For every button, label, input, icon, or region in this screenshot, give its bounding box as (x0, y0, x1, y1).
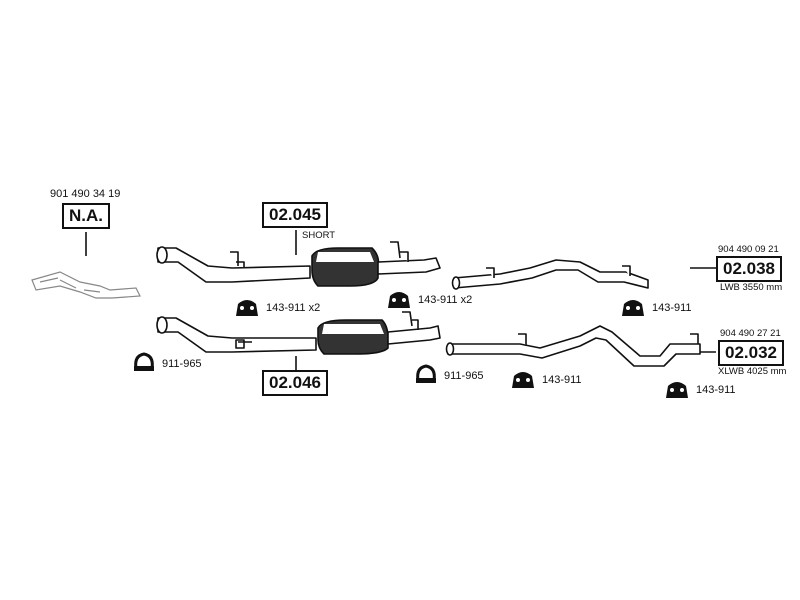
p02032-code-box[interactable]: 02.032 (718, 340, 784, 366)
pipe-clamp-icon (416, 364, 436, 383)
rubber-hanger-icon (388, 292, 410, 308)
p02032-pipe-drawing (445, 325, 701, 367)
na-part-drawing (31, 271, 141, 299)
hanger-right-top-label: 143-911 (652, 302, 692, 314)
clamp-left-label: 911-965 (162, 358, 202, 370)
p02045-pipe-drawing (156, 241, 441, 287)
p02038-pipe-drawing (451, 259, 649, 290)
p02038-code-box[interactable]: 02.038 (716, 256, 782, 282)
p02038-part-number: 904 490 09 21 (718, 244, 779, 255)
hanger-mid-lower-label: 143-911 (542, 374, 582, 386)
p02046-code-box[interactable]: 02.046 (262, 370, 328, 396)
rubber-hanger-icon (666, 382, 688, 398)
rubber-hanger-icon (512, 372, 534, 388)
p02038-note: LWB 3550 mm (720, 282, 783, 293)
rubber-hanger-icon (236, 300, 258, 316)
rubber-hanger-icon (622, 300, 644, 316)
p02046-pipe-drawing (156, 311, 441, 355)
pipe-clamp-icon (134, 352, 154, 371)
p02045-code-box[interactable]: 02.045 (262, 202, 328, 228)
na-code-box[interactable]: N.A. (62, 203, 110, 229)
na-part-number: 901 490 34 19 (50, 188, 121, 200)
p02045-note: SHORT (302, 230, 336, 241)
p02032-part-number: 904 490 27 21 (720, 328, 781, 339)
hanger-x2-a-label: 143-911 x2 (266, 302, 321, 314)
p02032-note: XLWB 4025 mm (718, 366, 787, 377)
hanger-x2-b-label: 143-911 x2 (418, 294, 473, 306)
clamp-mid-label: 911-965 (444, 370, 484, 382)
hanger-right-lower-label: 143-911 (696, 384, 736, 396)
